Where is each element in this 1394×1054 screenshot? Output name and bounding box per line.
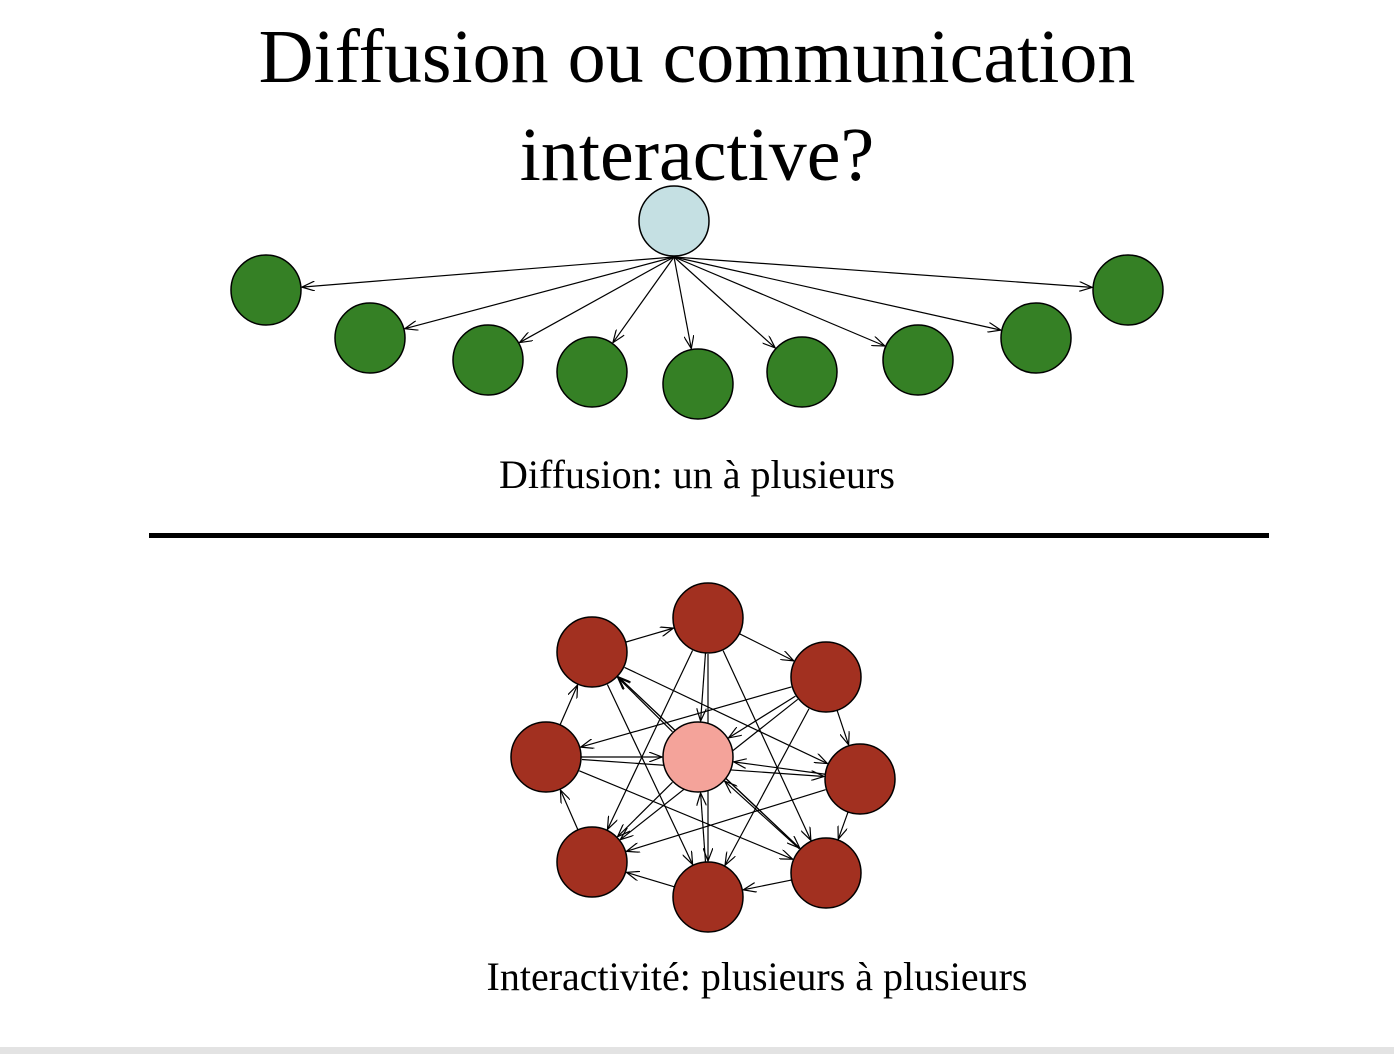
title-line-1: Diffusion ou communication (258, 15, 1136, 99)
diffusion-caption: Diffusion: un à plusieurs (499, 452, 895, 497)
network-arrow (743, 880, 790, 890)
network-node (556, 826, 628, 898)
network-arrow (579, 770, 792, 859)
receiver-node (230, 254, 302, 326)
receiver-node (1092, 254, 1164, 326)
window-bottom-edge (0, 1047, 1394, 1054)
network-node (672, 582, 744, 654)
interactivity-caption: Interactivité: plusieurs à plusieurs (486, 954, 1028, 999)
source-node (638, 185, 710, 257)
network-arrow (618, 677, 673, 733)
network-node (510, 721, 582, 793)
diffusion-edges (302, 256, 1092, 349)
receiver-node (452, 324, 524, 396)
page-title: Diffusion ou communication interactive? (0, 8, 1394, 204)
diffusion-arrow (302, 256, 675, 287)
receiver-node (334, 302, 406, 374)
network-node (790, 641, 862, 713)
interactivity-nodes (510, 582, 896, 933)
diffusion-arrow (673, 256, 1092, 287)
network-node (556, 616, 628, 688)
receiver-node (556, 336, 628, 408)
diffusion-arrow (673, 256, 1001, 330)
network-arrow (560, 790, 577, 829)
network-node (672, 861, 744, 933)
interactivity-edges (560, 628, 848, 890)
network-arrow (722, 650, 811, 841)
diffusion-diagram (230, 185, 1164, 420)
network-arrow (725, 781, 800, 850)
network-arrow (626, 872, 673, 886)
receiver-node (766, 336, 838, 408)
diffusion-arrow (673, 256, 691, 349)
network-arrow (624, 666, 828, 763)
diffusion-arrow (613, 256, 675, 343)
interactivity-diagram (510, 582, 896, 933)
section-divider (149, 533, 1269, 538)
diffusion-arrow (519, 256, 675, 343)
network-arrow (581, 686, 792, 747)
network-arrow (627, 628, 674, 642)
network-arrow (701, 654, 706, 721)
network-arrow (725, 708, 810, 866)
network-center-node (662, 721, 734, 793)
network-arrow (729, 695, 796, 738)
diffusion-arrow (673, 256, 775, 348)
receiver-node (662, 348, 734, 420)
network-arrow (837, 711, 848, 745)
receiver-node (882, 324, 954, 396)
network-arrow (734, 762, 825, 774)
network-node (824, 743, 896, 815)
diffusion-arrow (673, 256, 885, 346)
network-arrow (560, 685, 577, 724)
network-arrow (701, 793, 706, 861)
network-arrow (607, 650, 694, 830)
network-arrow (618, 781, 673, 836)
receiver-node (1000, 302, 1072, 374)
network-arrow (606, 684, 692, 865)
network-node (790, 837, 862, 909)
network-arrow (838, 813, 848, 839)
diffusion-arrow (405, 256, 675, 329)
title-line-2: interactive? (519, 113, 875, 197)
diffusion-nodes (230, 185, 1164, 420)
network-arrow (740, 634, 794, 661)
